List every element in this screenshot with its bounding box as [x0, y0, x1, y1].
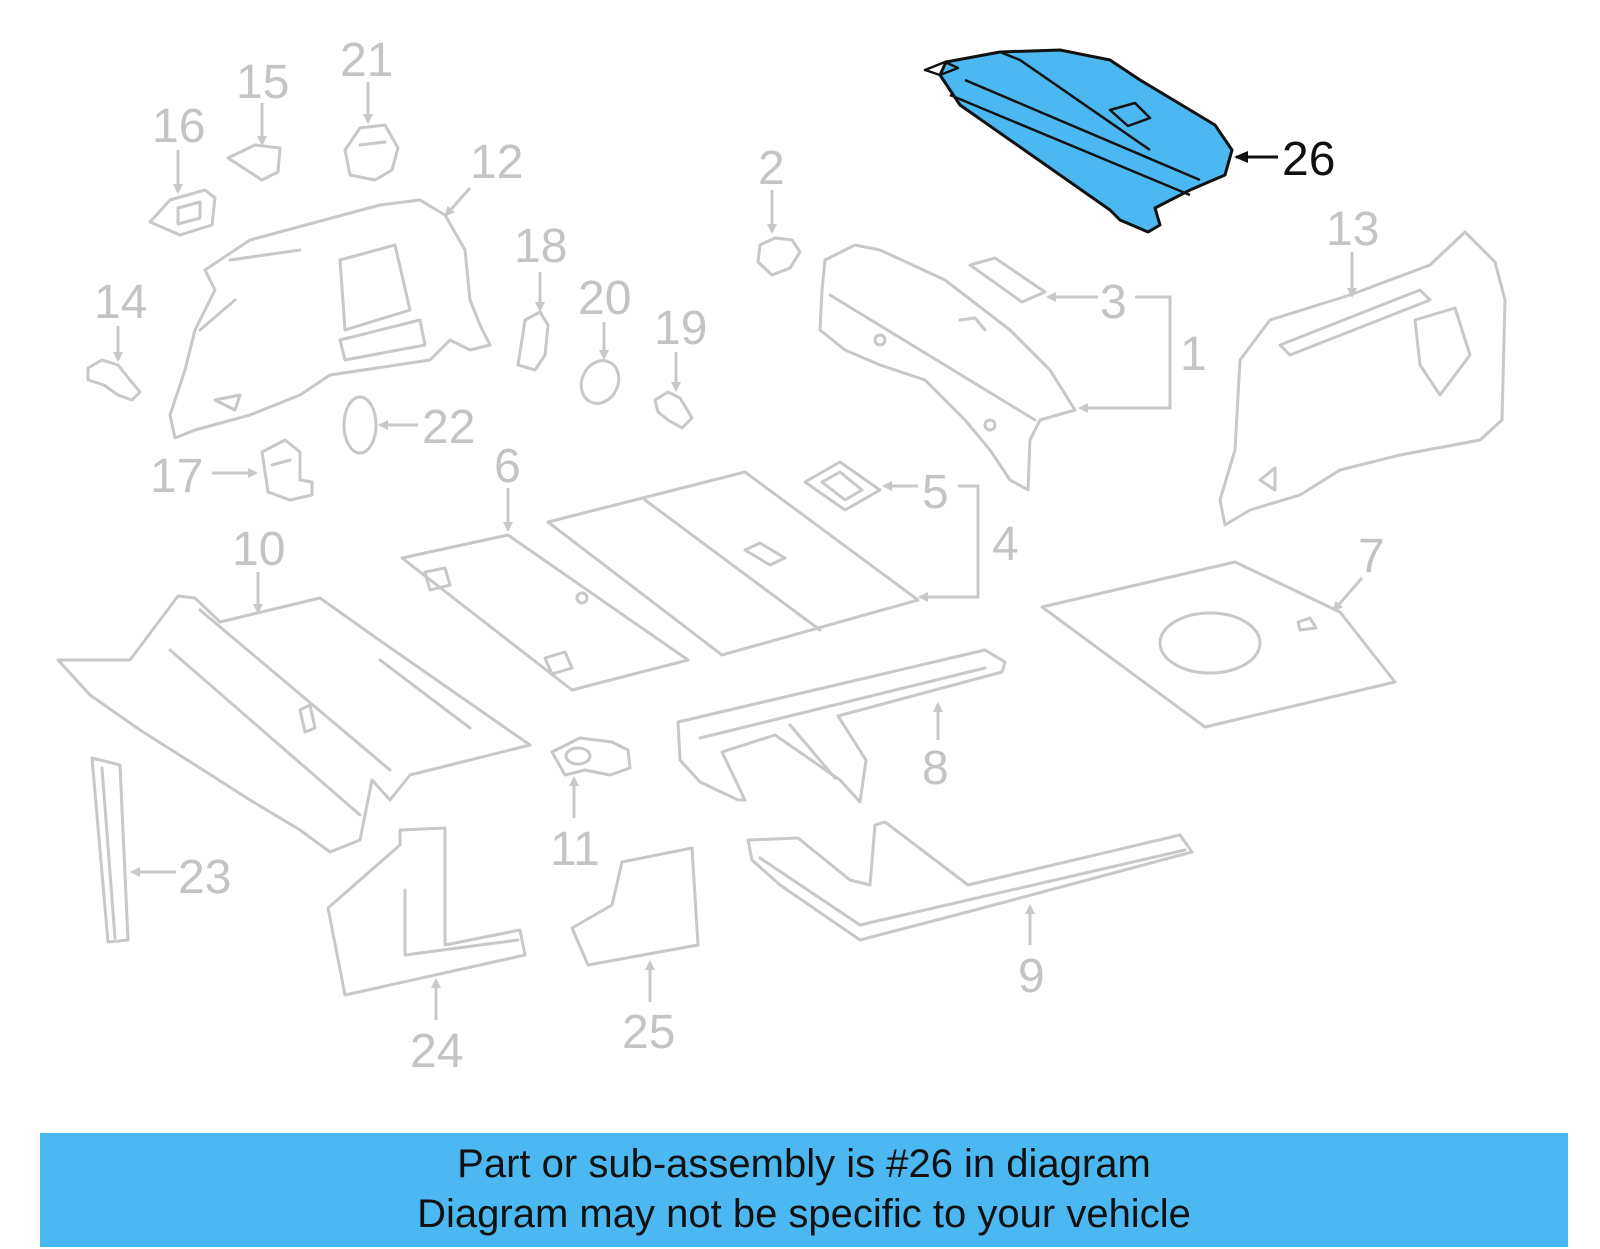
part-25-panel[interactable] — [570, 846, 700, 967]
callout-22: 22 — [422, 401, 475, 454]
callout-5: 5 — [922, 466, 949, 519]
part-21-hook[interactable] — [343, 123, 400, 182]
callout-4: 4 — [992, 518, 1019, 571]
part-24-panel[interactable] — [326, 826, 527, 997]
callout-17: 17 — [150, 450, 203, 503]
part-8-crossmember[interactable] — [676, 648, 1007, 804]
info-banner: Part or sub-assembly is #26 in diagram D… — [40, 1133, 1568, 1247]
part-26-cargo-cover[interactable] — [923, 48, 1234, 234]
part-23-trim-strip[interactable] — [90, 756, 130, 944]
callout-16: 16 — [152, 100, 205, 153]
callout-18: 18 — [514, 220, 567, 273]
part-7-mat[interactable] — [1040, 560, 1397, 729]
part-18-clip[interactable] — [516, 310, 550, 372]
callout-26: 26 — [1282, 133, 1335, 186]
bracket-4 — [918, 484, 980, 602]
part-17-bracket[interactable] — [260, 438, 314, 502]
part-10-floor-cover[interactable] — [56, 594, 532, 854]
part-14-fastener[interactable] — [86, 358, 142, 402]
callout-23: 23 — [178, 851, 231, 904]
banner-line-1: Part or sub-assembly is #26 in diagram — [457, 1142, 1151, 1186]
callout-1: 1 — [1180, 328, 1207, 381]
banner-line-2: Diagram may not be specific to your vehi… — [417, 1192, 1191, 1236]
leader-7 — [1332, 577, 1364, 612]
part-15-clip[interactable] — [226, 143, 282, 182]
part-11-bracket[interactable] — [550, 736, 632, 777]
part-1-rear-panel-trim[interactable] — [818, 243, 1077, 492]
part-5-handle[interactable] — [803, 460, 882, 512]
callout-14: 14 — [94, 276, 147, 329]
part-22-cover[interactable] — [342, 395, 378, 455]
part-16-clip[interactable] — [148, 188, 217, 237]
part-13-right-quarter-trim[interactable] — [1218, 230, 1507, 527]
callout-3: 3 — [1100, 276, 1127, 329]
callout-2: 2 — [758, 142, 785, 195]
callout-7: 7 — [1358, 530, 1385, 583]
callout-6: 6 — [494, 440, 521, 493]
callout-20: 20 — [578, 272, 631, 325]
callout-13: 13 — [1326, 203, 1379, 256]
callout-8: 8 — [922, 742, 949, 795]
part-19-clip[interactable] — [653, 390, 694, 430]
bracket-1 — [1078, 295, 1172, 413]
callout-19: 19 — [654, 302, 707, 355]
callout-15: 15 — [236, 56, 289, 109]
callout-25: 25 — [622, 1006, 675, 1059]
callout-11: 11 — [550, 823, 600, 876]
part-12-left-quarter-trim[interactable] — [168, 198, 492, 440]
part-6-floor-board-left[interactable] — [400, 533, 690, 692]
leader-12 — [444, 187, 472, 217]
part-9-rail[interactable] — [746, 820, 1194, 942]
part-3-cover[interactable] — [968, 256, 1047, 304]
part-20-grommet[interactable] — [574, 354, 625, 409]
callout-24: 24 — [410, 1025, 463, 1078]
part-2-plug[interactable] — [756, 236, 802, 277]
callout-21: 21 — [340, 34, 393, 87]
callout-12: 12 — [470, 136, 523, 189]
callout-10: 10 — [232, 523, 285, 576]
callout-9: 9 — [1018, 950, 1045, 1003]
